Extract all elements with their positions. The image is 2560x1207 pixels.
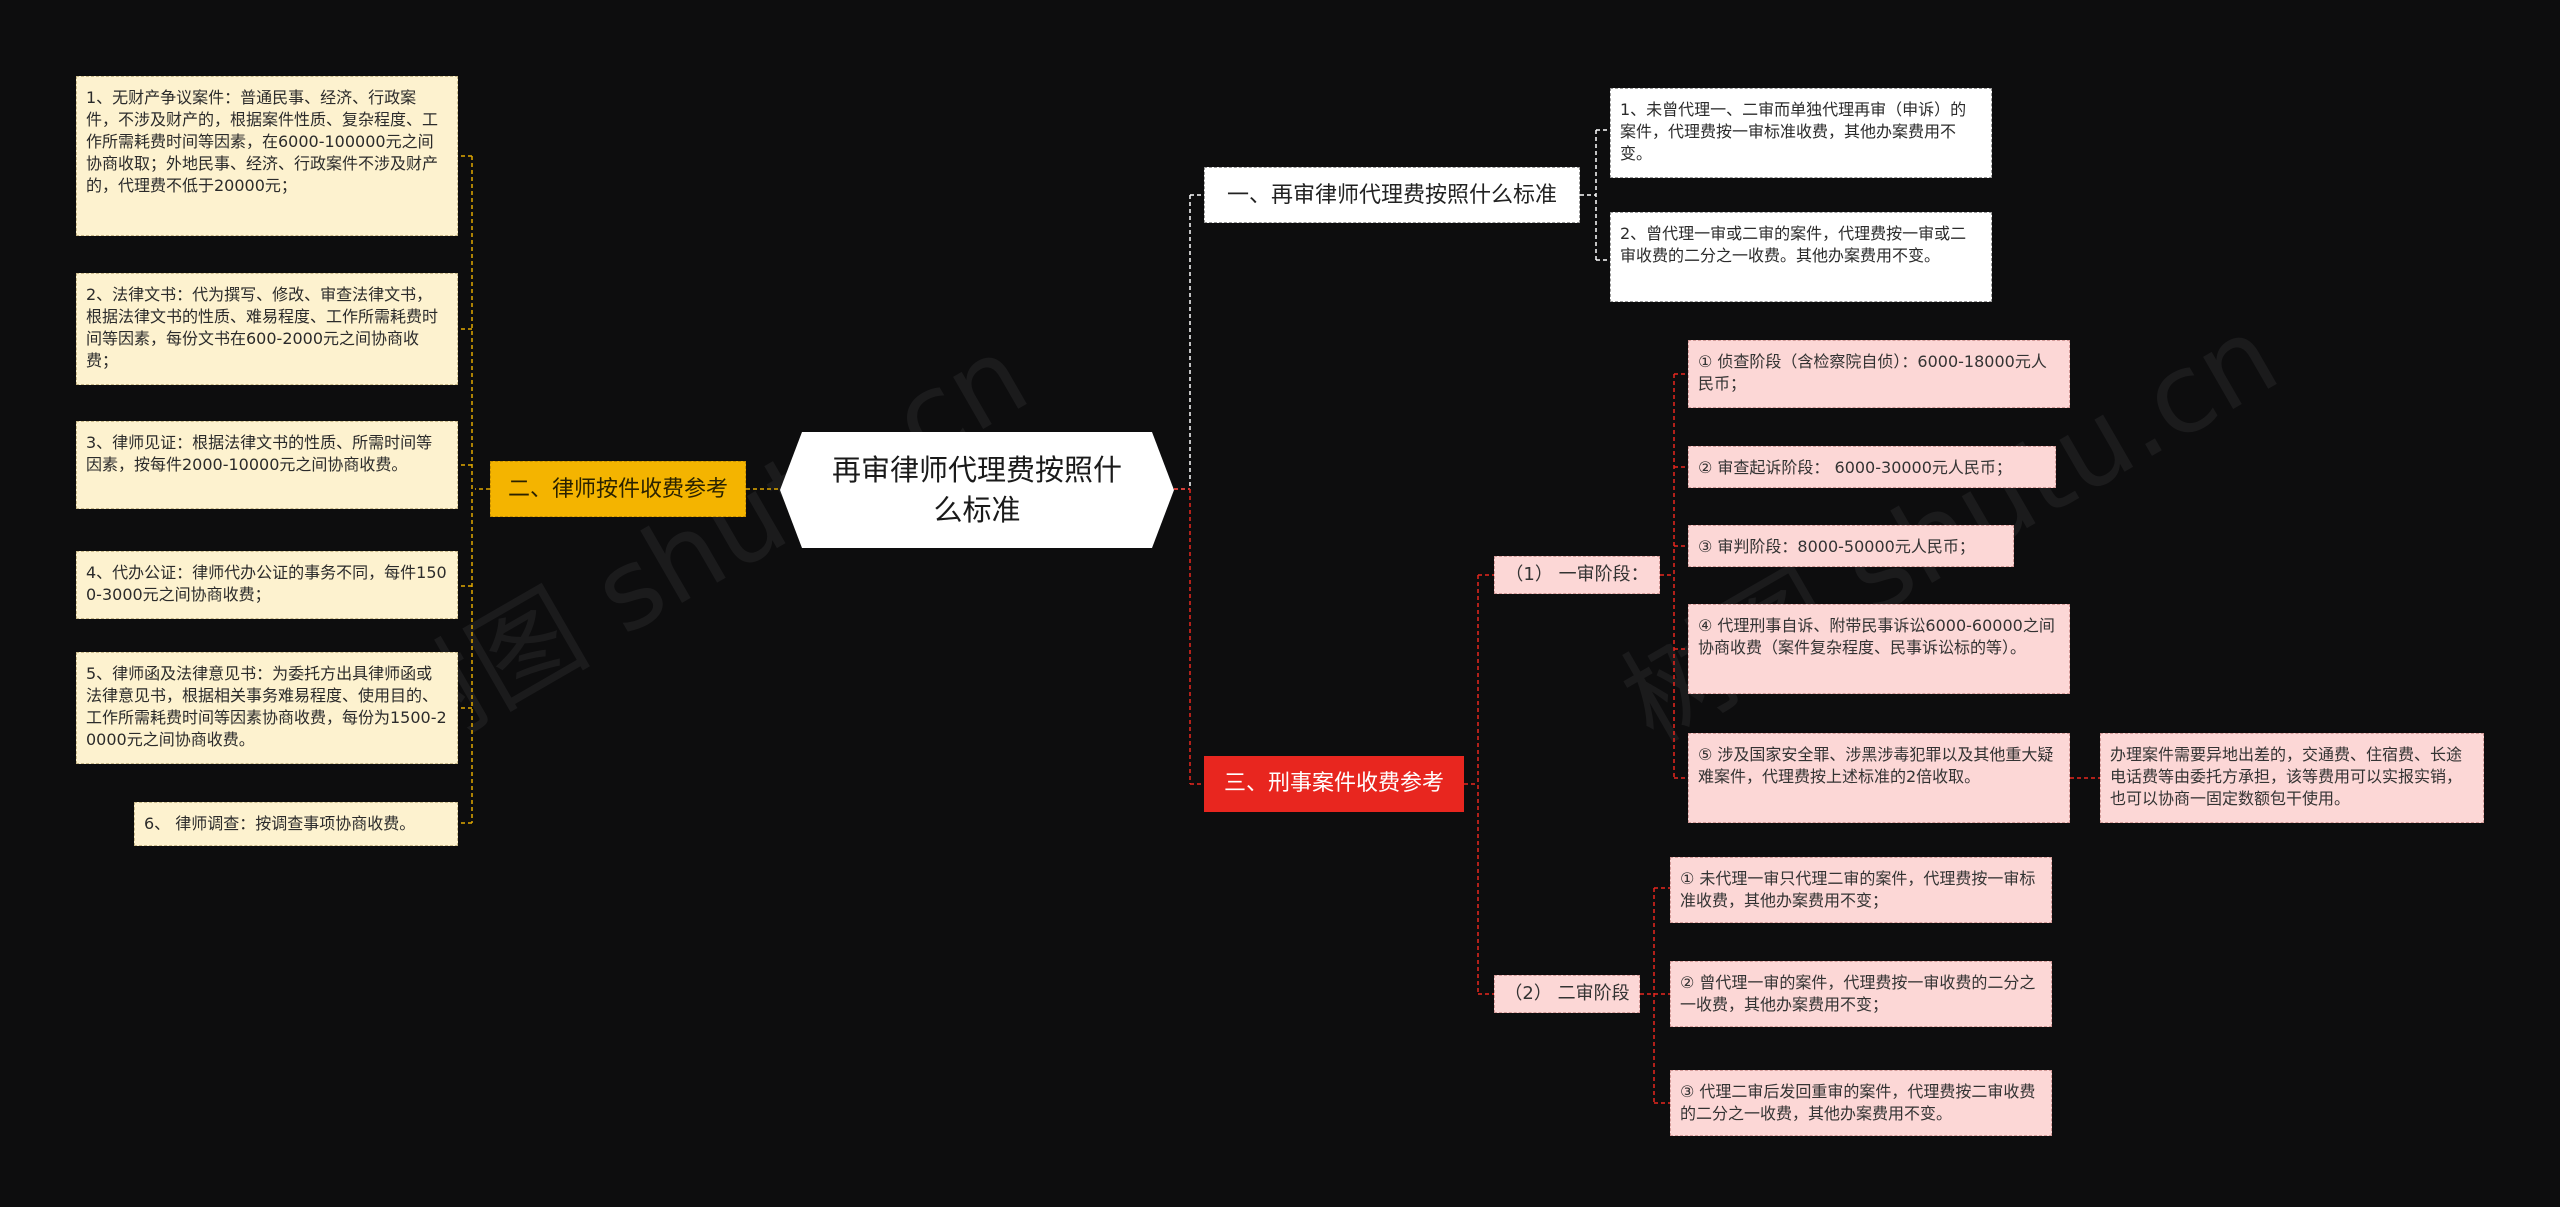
leaf-text: 4、代办公证：律师代办公证的事务不同，每件1500-3000元之间协商收费； [86, 563, 447, 604]
leaf-text: ④ 代理刑事自诉、附带民事诉讼6000-60000之间协商收费（案件复杂程度、民… [1698, 616, 2055, 657]
sub-second-instance[interactable]: （2） 二审阶段 [1494, 975, 1640, 1013]
root-topic-label: 再审律师代理费按照什么标准 [831, 453, 1122, 527]
branch-retrial-fee-standard[interactable]: 一、再审律师代理费按照什么标准 [1204, 167, 1580, 223]
leaf-lawyer-investigation[interactable]: 6、 律师调查：按调查事项协商收费。 [134, 802, 458, 846]
branch-label: 一、再审律师代理费按照什么标准 [1226, 183, 1557, 208]
sub-first-instance[interactable]: （1） 一审阶段： [1494, 556, 1660, 594]
leaf-lawyer-letter[interactable]: 5、律师函及法律意见书：为委托方出具律师函或法律意见书，根据相关事务难易程度、使… [76, 652, 458, 764]
sub-label: （1） 一审阶段： [1505, 564, 1649, 585]
leaf-text: ① 未代理一审只代理二审的案件，代理费按一审标准收费，其他办案费用不变； [1680, 869, 2036, 910]
leaf-text: ③ 审判阶段：8000-50000元人民币； [1698, 537, 1975, 556]
branch-criminal-fee-reference[interactable]: 三、刑事案件收费参考 [1204, 756, 1464, 812]
branch-label: 三、刑事案件收费参考 [1223, 771, 1444, 796]
leaf-trial-stage[interactable]: ③ 审判阶段：8000-50000元人民币； [1688, 525, 2014, 567]
leaf-text: ① 侦查阶段（含检察院自侦）：6000-18000元人民币； [1698, 352, 2047, 393]
leaf-after-first-instance[interactable]: ② 曾代理一审的案件，代理费按一审收费的二分之一收费，其他办案费用不变； [1670, 961, 2052, 1027]
leaf-private-prosecution[interactable]: ④ 代理刑事自诉、附带民事诉讼6000-60000之间协商收费（案件复杂程度、民… [1688, 604, 2070, 694]
leaf-retrial-only[interactable]: 1、未曾代理一、二审而单独代理再审（申诉）的案件，代理费按一审标准收费，其他办案… [1610, 88, 1992, 178]
leaf-text: 2、法律文书：代为撰写、修改、审查法律文书，根据法律文书的性质、难易程度、工作所… [86, 285, 439, 370]
leaf-text: 办理案件需要异地出差的，交通费、住宿费、长途电话费等由委托方承担，该等费用可以实… [2110, 745, 2463, 808]
leaf-text: 1、无财产争议案件：普通民事、经济、行政案件，不涉及财产的，根据案件性质、复杂程… [86, 88, 439, 195]
leaf-notarization[interactable]: 4、代办公证：律师代办公证的事务不同，每件1500-3000元之间协商收费； [76, 551, 458, 619]
branch-lawyer-fee-reference[interactable]: 二、律师按件收费参考 [490, 461, 746, 517]
leaf-text: 2、曾代理一审或二审的案件，代理费按一审或二审收费的二分之一收费。其他办案费用不… [1620, 224, 1967, 265]
leaf-text: ② 曾代理一审的案件，代理费按一审收费的二分之一收费，其他办案费用不变； [1680, 973, 2036, 1014]
leaf-investigation-stage[interactable]: ① 侦查阶段（含检察院自侦）：6000-18000元人民币； [1688, 340, 2070, 408]
leaf-retrial-after-trial[interactable]: 2、曾代理一审或二审的案件，代理费按一审或二审收费的二分之一收费。其他办案费用不… [1610, 212, 1992, 302]
leaf-remanded-retrial[interactable]: ③ 代理二审后发回重审的案件，代理费按二审收费的二分之一收费，其他办案费用不变。 [1670, 1070, 2052, 1136]
branch-label: 二、律师按件收费参考 [507, 477, 728, 502]
root-topic[interactable]: 再审律师代理费按照什么标准 [780, 432, 1174, 548]
leaf-travel-expenses-note[interactable]: 办理案件需要异地出差的，交通费、住宿费、长途电话费等由委托方承担，该等费用可以实… [2100, 733, 2484, 823]
leaf-lawyer-witness[interactable]: 3、律师见证：根据法律文书的性质、所需时间等因素，按每件2000-10000元之… [76, 421, 458, 509]
leaf-text: 1、未曾代理一、二审而单独代理再审（申诉）的案件，代理费按一审标准收费，其他办案… [1620, 100, 1967, 163]
leaf-second-only[interactable]: ① 未代理一审只代理二审的案件，代理费按一审标准收费，其他办案费用不变； [1670, 857, 2052, 923]
leaf-text: ③ 代理二审后发回重审的案件，代理费按二审收费的二分之一收费，其他办案费用不变。 [1680, 1082, 2036, 1123]
leaf-text: ② 审查起诉阶段： 6000-30000元人民币； [1698, 458, 2012, 477]
leaf-prosecution-review-stage[interactable]: ② 审查起诉阶段： 6000-30000元人民币； [1688, 446, 2056, 488]
sub-label: （2） 二审阶段 [1504, 983, 1630, 1004]
leaf-text: ⑤ 涉及国家安全罪、涉黑涉毒犯罪以及其他重大疑难案件，代理费按上述标准的2倍收取… [1698, 745, 2054, 786]
leaf-text: 6、 律师调查：按调查事项协商收费。 [144, 814, 416, 833]
leaf-text: 3、律师见证：根据法律文书的性质、所需时间等因素，按每件2000-10000元之… [86, 433, 433, 474]
leaf-legal-documents[interactable]: 2、法律文书：代为撰写、修改、审查法律文书，根据法律文书的性质、难易程度、工作所… [76, 273, 458, 385]
leaf-no-property-dispute[interactable]: 1、无财产争议案件：普通民事、经济、行政案件，不涉及财产的，根据案件性质、复杂程… [76, 76, 458, 236]
leaf-text: 5、律师函及法律意见书：为委托方出具律师函或法律意见书，根据相关事务难易程度、使… [86, 664, 447, 749]
leaf-major-difficult-cases[interactable]: ⑤ 涉及国家安全罪、涉黑涉毒犯罪以及其他重大疑难案件，代理费按上述标准的2倍收取… [1688, 733, 2070, 823]
